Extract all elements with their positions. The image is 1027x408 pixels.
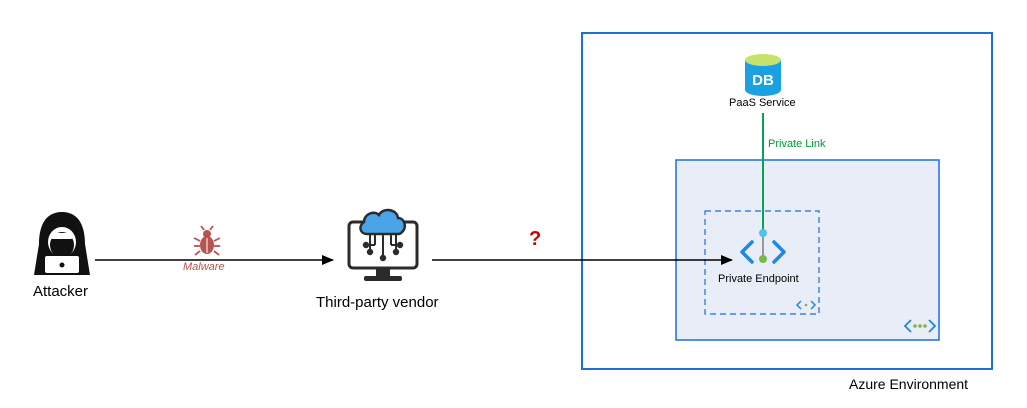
hacker-icon [34,212,90,275]
unknown-link-label: ? [529,228,542,250]
vendor-label: Third-party vendor [316,294,439,311]
attacker-label: Attacker [33,283,89,300]
vnet-box [675,159,940,341]
malware-label: Malware [183,261,225,273]
private-link-label: Private Link [768,138,826,150]
cloud-computer-icon [347,208,419,281]
azure-environment-label: Azure Environment [849,376,969,392]
private-endpoint-label: Private Endpoint [718,273,799,285]
vnet-icon [903,319,937,333]
paas-service-label: PaaS Service [729,97,796,109]
subnet-icon [795,300,817,310]
database-icon: DB [745,54,781,96]
db-badge: DB [752,72,774,89]
bug-icon [193,225,221,256]
subnet-box [704,210,820,315]
private-endpoint-icon [740,229,786,264]
